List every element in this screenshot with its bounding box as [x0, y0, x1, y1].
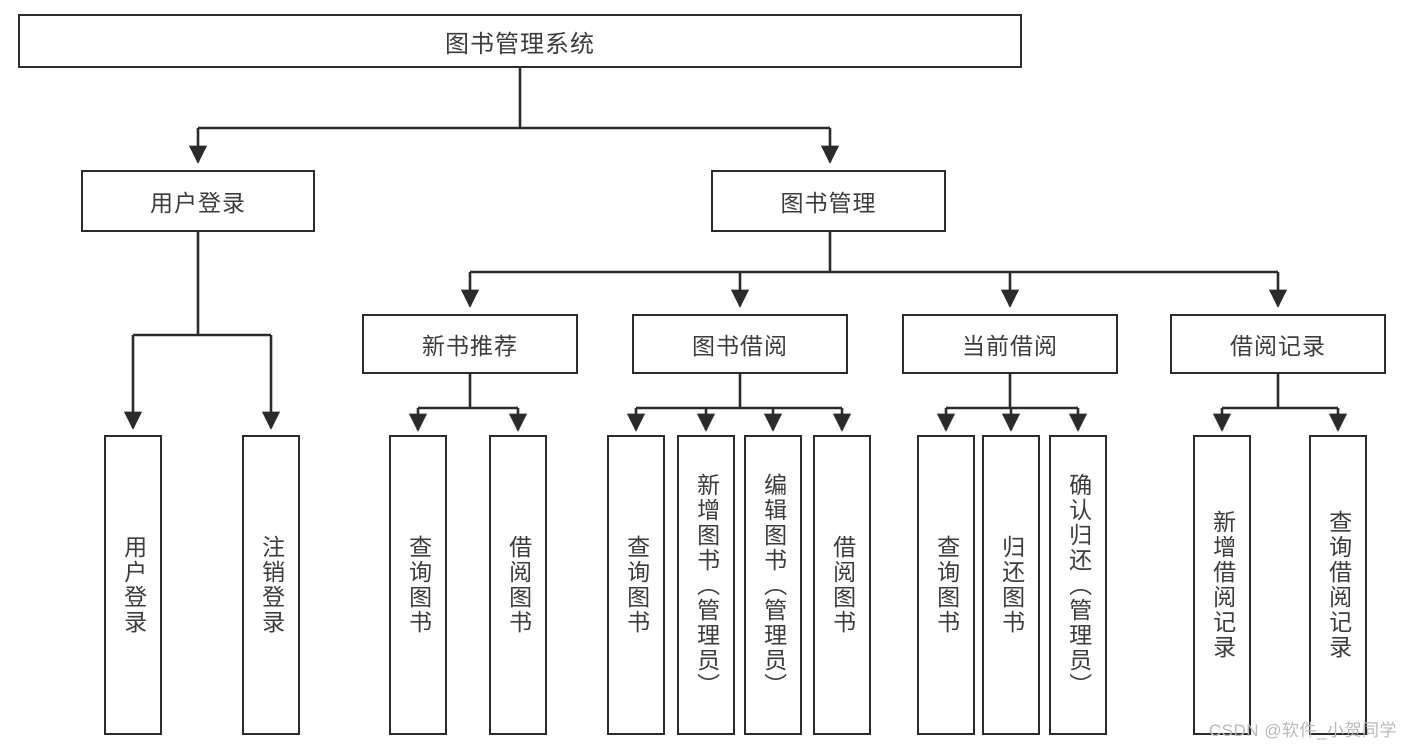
- node-label: 用户登录: [120, 535, 147, 635]
- node-label: 查询图书: [623, 535, 650, 635]
- node-label: 查询图书: [933, 535, 960, 635]
- node-label: 图书管理系统: [445, 30, 595, 58]
- node-label: 编辑图书（管理员）: [760, 472, 787, 698]
- leaf-confirm-return-admin[interactable]: 确认归还（管理员）: [1049, 435, 1107, 735]
- node-label: 图书借阅: [692, 333, 788, 359]
- node-book-management[interactable]: 图书管理: [711, 170, 946, 232]
- node-label: 注销登录: [258, 535, 285, 635]
- node-new-book-recommend[interactable]: 新书推荐: [362, 314, 578, 374]
- node-label: 查询图书: [405, 535, 432, 635]
- node-label: 新增图书（管理员）: [693, 472, 720, 698]
- leaf-query-book-borrow[interactable]: 查询图书: [607, 435, 665, 735]
- leaf-add-borrow-record[interactable]: 新增借阅记录: [1193, 435, 1251, 735]
- node-label: 借阅记录: [1230, 333, 1326, 359]
- node-root-system[interactable]: 图书管理系统: [18, 14, 1022, 68]
- node-borrow-record[interactable]: 借阅记录: [1170, 314, 1386, 374]
- leaf-query-borrow-record[interactable]: 查询借阅记录: [1309, 435, 1367, 735]
- node-book-borrow[interactable]: 图书借阅: [632, 314, 848, 374]
- leaf-borrow-book-recommend[interactable]: 借阅图书: [489, 435, 547, 735]
- node-label: 用户登录: [150, 190, 246, 216]
- node-label: 查询借阅记录: [1325, 510, 1352, 660]
- watermark-text: CSDN @软件_小贺同学: [1208, 721, 1397, 740]
- node-label: 新书推荐: [422, 333, 518, 359]
- node-label: 借阅图书: [505, 535, 532, 635]
- node-label: 确认归还（管理员）: [1065, 472, 1092, 698]
- node-user-login[interactable]: 用户登录: [81, 170, 315, 232]
- leaf-user-logout[interactable]: 注销登录: [242, 435, 300, 735]
- node-label: 当前借阅: [962, 333, 1058, 359]
- node-label: 新增借阅记录: [1209, 510, 1236, 660]
- leaf-user-login[interactable]: 用户登录: [104, 435, 162, 735]
- node-label: 借阅图书: [829, 535, 856, 635]
- leaf-edit-book-admin[interactable]: 编辑图书（管理员）: [744, 435, 802, 735]
- leaf-return-book[interactable]: 归还图书: [982, 435, 1040, 735]
- leaf-borrow-book[interactable]: 借阅图书: [813, 435, 871, 735]
- node-current-borrow[interactable]: 当前借阅: [902, 314, 1118, 374]
- node-label: 图书管理: [780, 190, 877, 216]
- node-label: 归还图书: [998, 535, 1025, 635]
- leaf-query-book-current[interactable]: 查询图书: [917, 435, 975, 735]
- leaf-add-book-admin[interactable]: 新增图书（管理员）: [677, 435, 735, 735]
- leaf-query-book-recommend[interactable]: 查询图书: [389, 435, 447, 735]
